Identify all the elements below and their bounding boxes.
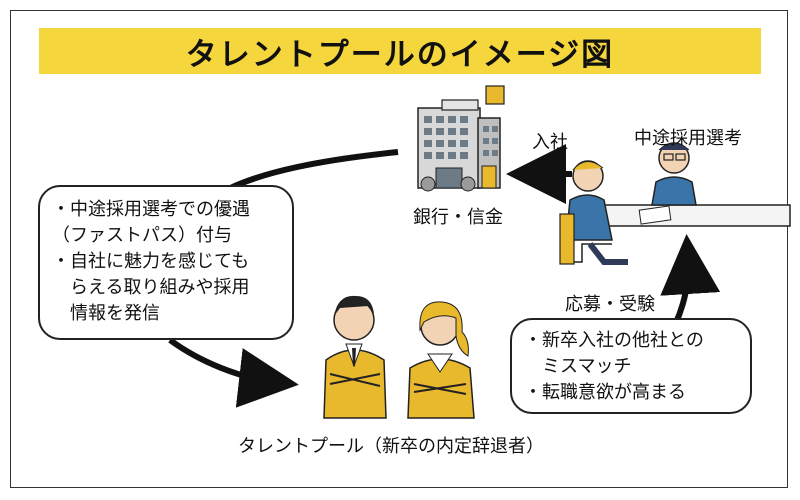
join-label: 入社 [532, 132, 568, 153]
title-banner: タレントプールのイメージ図 [39, 28, 761, 74]
left-note-line: らえる取り組みや採用 [70, 277, 250, 298]
midcareer-label: 中途採用選考 [634, 128, 742, 149]
arrow-note-to-pool [168, 337, 299, 408]
talent-pool-label: タレントプール（新卒の内定辞退者） [238, 436, 544, 457]
right-note-line: ・転職意欲が高まる [524, 382, 686, 403]
business-people-icon [323, 295, 475, 419]
left-note-line: ・中途採用選考での優遇 [52, 199, 250, 220]
left-note-box: ・中途採用選考での優遇 （ファストパス）付与 ・自社に魅力を感じても らえる取り… [38, 185, 294, 340]
interview-scene-icon [559, 142, 791, 265]
left-note-line: （ファストパス）付与 [52, 225, 232, 246]
left-note-line: 情報を発信 [70, 303, 160, 324]
bank-label: 銀行・信金 [413, 207, 503, 228]
office-building-icon [417, 85, 505, 192]
right-note-box: ・新卒入社の他社との ミスマッチ ・転職意欲が高まる [510, 318, 752, 414]
right-note-line: ミスマッチ [542, 356, 632, 377]
apply-label: 応募・受験 [565, 294, 655, 315]
right-note-line: ・新卒入社の他社との [524, 330, 704, 351]
left-note-line: ・自社に魅力を感じても [52, 251, 250, 272]
diagram-title: タレントプールのイメージ図 [185, 36, 615, 73]
